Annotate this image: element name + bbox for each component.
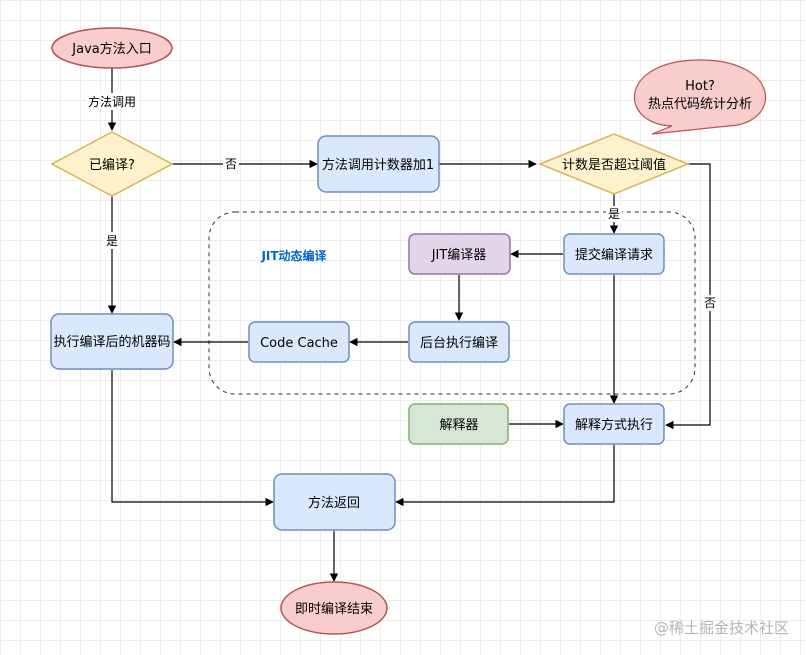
- edge-label-no-counter: 否: [225, 157, 237, 171]
- end-node: 即时编译结束: [280, 581, 388, 635]
- edge-exec-to-return: [111, 370, 274, 507]
- edge-label-yes-exec: 是: [106, 234, 118, 248]
- svg-text:方法返回: 方法返回: [308, 495, 360, 511]
- hot-code-callout: Hot? 热点代码统计分析: [633, 59, 767, 135]
- edges: [107, 68, 711, 582]
- svg-text:执行编译后的机器码: 执行编译后的机器码: [53, 334, 170, 350]
- edge-threshold-to-interpret: [665, 163, 711, 430]
- svg-text:解释方式执行: 解释方式执行: [575, 417, 653, 433]
- edge-interpret-to-return: [395, 445, 615, 507]
- svg-text:提交编译请求: 提交编译请求: [575, 247, 653, 263]
- svg-text:JIT编译器: JIT编译器: [431, 248, 487, 263]
- submit-request-box: 提交编译请求: [563, 233, 665, 275]
- jit-group-label: JIT动态编译: [260, 248, 327, 263]
- interpret-exec-box: 解释方式执行: [563, 403, 665, 445]
- start-node: Java方法入口: [51, 27, 173, 69]
- svg-text:热点代码统计分析: 热点代码统计分析: [648, 97, 752, 112]
- svg-text:Code Cache: Code Cache: [260, 336, 338, 351]
- exec-machine-code-box: 执行编译后的机器码: [50, 313, 174, 370]
- threshold-decision: 计数是否超过阈值: [538, 133, 690, 195]
- jit-compiler-box: JIT编译器: [408, 233, 511, 275]
- svg-text:方法调用计数器加1: 方法调用计数器加1: [322, 157, 434, 173]
- svg-text:计数是否超过阈值: 计数是否超过阈值: [562, 157, 666, 173]
- edge-label-no-interpret: 否: [704, 296, 716, 310]
- compiled-decision: 已编译?: [50, 131, 174, 197]
- svg-text:解释器: 解释器: [439, 418, 478, 433]
- edge-label-method-call: 方法调用: [88, 94, 136, 109]
- svg-text:即时编译结束: 即时编译结束: [295, 602, 373, 617]
- svg-text:Java方法入口: Java方法入口: [71, 41, 151, 57]
- watermark: @稀土掘金技术社区: [654, 619, 789, 637]
- counter-increment-box: 方法调用计数器加1: [317, 135, 440, 193]
- interpreter-box: 解释器: [408, 403, 509, 445]
- method-return-box: 方法返回: [273, 473, 396, 531]
- svg-text:后台执行编译: 后台执行编译: [420, 336, 498, 351]
- code-cache-box: Code Cache: [248, 321, 350, 363]
- svg-text:Hot?: Hot?: [685, 79, 715, 94]
- background-compile-box: 后台执行编译: [408, 321, 510, 363]
- jit-group-boundary: [208, 211, 696, 395]
- edge-label-yes-submit: 是: [608, 207, 620, 221]
- svg-text:已编译?: 已编译?: [89, 158, 135, 173]
